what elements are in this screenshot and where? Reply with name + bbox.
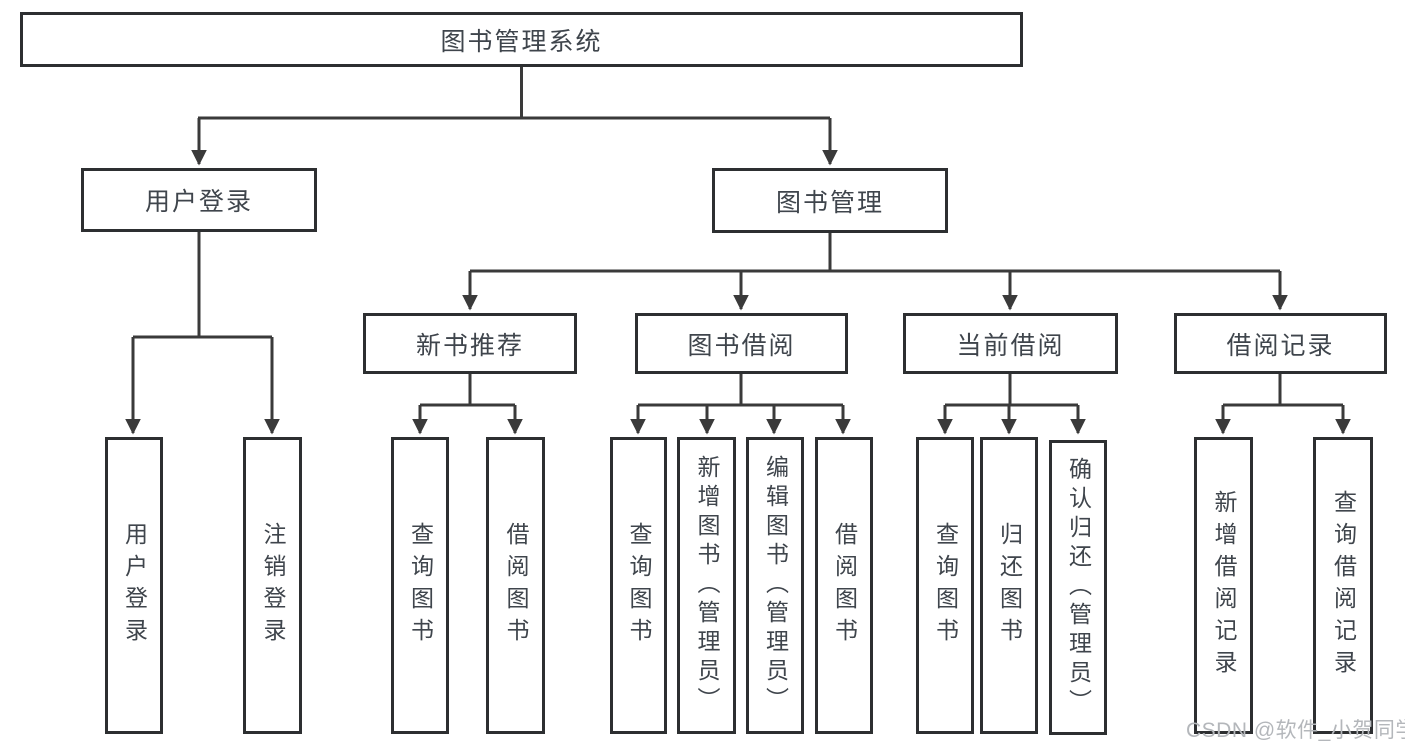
leaf-bb-query-book-label: 查询图书 (626, 521, 652, 650)
node-current-borrow-label: 当前借阅 (956, 331, 1065, 360)
leaf-br-query-record: 查询借阅记录 (1313, 437, 1373, 734)
leaf-cb-return-book: 归还图书 (980, 437, 1038, 734)
node-borrow-record-label: 借阅记录 (1226, 331, 1335, 360)
node-root: 图书管理系统 (20, 12, 1023, 67)
leaf-user-login-label: 用户登录 (121, 521, 148, 650)
leaf-bb-edit-book-label: 编辑图书（管理员） (762, 455, 789, 716)
leaf-rec-query-book-label: 查询图书 (407, 521, 434, 650)
leaf-cb-return-book-label: 归还图书 (996, 521, 1023, 650)
node-borrow-record: 借阅记录 (1174, 313, 1387, 374)
leaf-cb-query-book: 查询图书 (916, 437, 974, 734)
node-user-login-label: 用户登录 (144, 188, 253, 216)
node-current-borrow: 当前借阅 (903, 313, 1118, 374)
csdn-watermark: CSDN @软件_小贺同学 (1186, 719, 1405, 742)
leaf-rec-borrow-book: 借阅图书 (486, 437, 545, 734)
leaf-cb-confirm-return-label: 确认归还（管理员） (1065, 457, 1092, 718)
node-new-book-recommend: 新书推荐 (363, 313, 577, 374)
leaf-br-add-record-label: 新增借阅记录 (1211, 489, 1237, 682)
node-book-borrow: 图书借阅 (635, 313, 848, 374)
node-user-login: 用户登录 (81, 168, 317, 232)
leaf-bb-add-book-label: 新增图书（管理员） (694, 455, 720, 716)
leaf-bb-add-book: 新增图书（管理员） (677, 437, 736, 734)
node-book-management: 图书管理 (712, 168, 948, 233)
leaf-rec-borrow-book-label: 借阅图书 (503, 521, 529, 650)
leaf-br-add-record: 新增借阅记录 (1194, 437, 1253, 734)
leaf-bb-borrow-book-label: 借阅图书 (831, 521, 858, 650)
leaf-logout-login: 注销登录 (243, 437, 302, 734)
leaf-bb-edit-book: 编辑图书（管理员） (746, 437, 804, 734)
node-root-label: 图书管理系统 (440, 27, 603, 56)
leaf-cb-query-book-label: 查询图书 (932, 521, 959, 650)
leaf-br-query-record-label: 查询借阅记录 (1330, 489, 1357, 682)
leaf-cb-confirm-return: 确认归还（管理员） (1049, 440, 1107, 735)
leaf-bb-borrow-book: 借阅图书 (815, 437, 873, 734)
leaf-rec-query-book: 查询图书 (391, 437, 449, 734)
leaf-logout-login-label: 注销登录 (260, 521, 286, 650)
leaf-bb-query-book: 查询图书 (610, 437, 667, 734)
node-book-management-label: 图书管理 (775, 188, 884, 217)
node-book-borrow-label: 图书借阅 (687, 331, 796, 360)
node-new-book-recommend-label: 新书推荐 (415, 331, 524, 360)
leaf-user-login: 用户登录 (105, 437, 163, 734)
